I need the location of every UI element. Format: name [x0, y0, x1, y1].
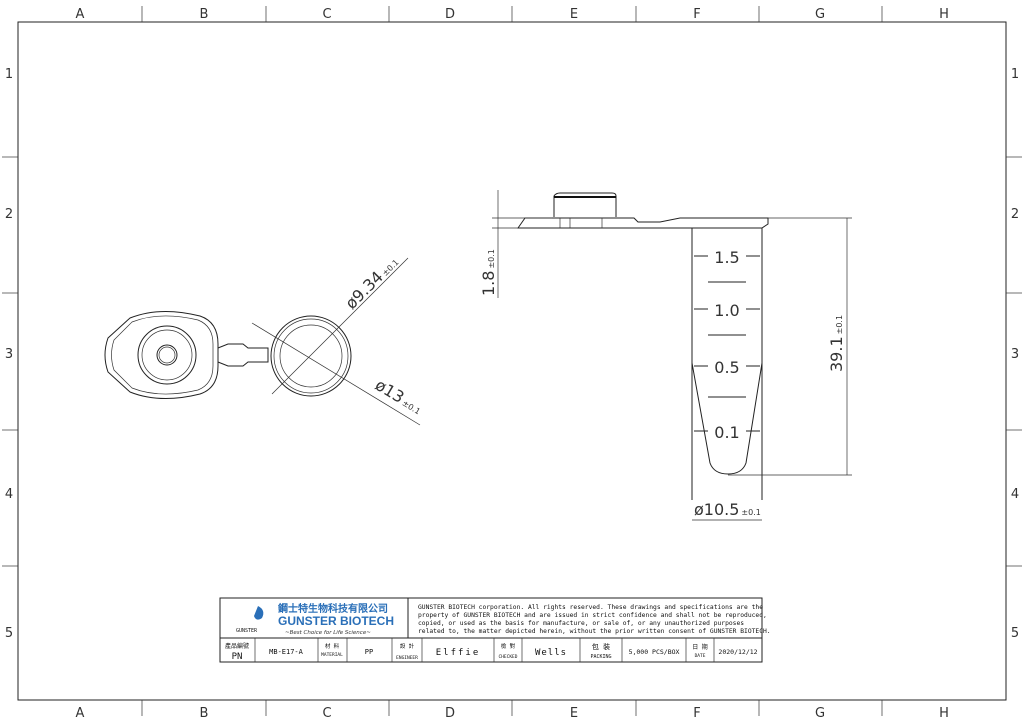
- packing-label: PACKING: [590, 654, 611, 660]
- column-label: B: [200, 706, 209, 721]
- cap-inner: [279, 324, 343, 388]
- pn-label: PN: [232, 652, 243, 662]
- column-label: F: [693, 7, 700, 22]
- column-label: E: [570, 7, 578, 22]
- side-view: 1.5 1.0 0.5 0.1 1.8±0.1 39.1±0.1 ø10.5±0.1: [479, 190, 852, 521]
- notice-line: copied, or used as the basis for manufac…: [418, 620, 744, 627]
- hinge: [217, 343, 269, 367]
- date-value: 2020/12/12: [718, 648, 757, 656]
- checked-label: CHECKED: [499, 654, 518, 660]
- column-label: G: [815, 706, 825, 721]
- company-logo: GUNSTER 鋼士特生物科技有限公司 GUNSTER BIOTECH ~Bes…: [236, 602, 394, 636]
- packing-label-cn: 包 裝: [592, 642, 610, 651]
- column-label: C: [322, 706, 331, 721]
- column-label: G: [815, 7, 825, 22]
- notice-line: GUNSTER BIOTECH corporation. All rights …: [418, 604, 763, 611]
- date-label: DATE: [695, 653, 706, 659]
- row-label: 1: [5, 67, 13, 82]
- notice-line: property of GUNSTER BIOTECH and are issu…: [418, 612, 767, 619]
- graduation-mark-label: 1.5: [714, 248, 739, 267]
- column-label: A: [76, 706, 85, 721]
- engineer-label-cn: 設 計: [400, 642, 415, 650]
- row-label: 2: [5, 207, 13, 222]
- company-name-cn: 鋼士特生物科技有限公司: [277, 602, 388, 615]
- column-label: H: [939, 706, 949, 721]
- graduation-mark-label: 0.5: [714, 358, 739, 377]
- svg-text:ø10.5±0.1: ø10.5±0.1: [694, 500, 761, 519]
- packing-value: 5,000 PCS/BOX: [629, 648, 680, 656]
- checked-value: Wells: [535, 648, 567, 658]
- column-label: E: [570, 706, 578, 721]
- column-label: D: [445, 7, 455, 22]
- svg-text:ø13±0.1: ø13±0.1: [372, 375, 426, 418]
- column-label: H: [939, 7, 949, 22]
- engineer-label: ENGINEER: [396, 655, 418, 661]
- checked-label-cn: 檢 對: [501, 642, 516, 650]
- row-label: 4: [5, 487, 13, 502]
- column-label: C: [322, 7, 331, 22]
- column-label: D: [445, 706, 455, 721]
- row-labels: 1 1 2 2 3 3 4 4 5 5: [5, 67, 1019, 641]
- copyright-notice: GUNSTER BIOTECH corporation. All rights …: [418, 604, 771, 635]
- top-view: ø9.34±0.1 ø13±0.1: [104, 252, 426, 426]
- material-value: PP: [365, 648, 373, 656]
- tube-rim-outline: [104, 310, 219, 400]
- tube-opening: [137, 325, 197, 385]
- svg-text:ø9.34±0.1: ø9.34±0.1: [341, 252, 402, 313]
- pn-label-cn: 產品編號: [225, 642, 249, 650]
- cap-outer: [270, 315, 352, 397]
- pn-value: MB-E17-A: [269, 648, 304, 656]
- graduation-mark-label: 1.0: [714, 301, 739, 320]
- row-label: 1: [1011, 67, 1019, 82]
- column-labels: A A B B C C D D E E F F G G H H: [76, 7, 949, 721]
- svg-text:39.1±0.1: 39.1±0.1: [827, 315, 846, 372]
- engineer-value: Elffie: [436, 648, 481, 658]
- tube-conical-tip: [691, 362, 763, 475]
- column-label: A: [76, 7, 85, 22]
- dim-diameter: ø10.5: [694, 500, 739, 519]
- material-label: MATERIAL: [321, 652, 343, 658]
- dim-height: 39.1: [827, 336, 846, 372]
- lid-hinge-profile: [517, 217, 769, 229]
- grid-dividers: [2, 6, 1022, 716]
- cap-plug: [553, 192, 617, 217]
- column-label: F: [693, 706, 700, 721]
- svg-text:1.8±0.1: 1.8±0.1: [479, 249, 498, 296]
- svg-text:GUNSTER: GUNSTER: [236, 628, 258, 634]
- dim-cap-inner: ø9.34: [341, 267, 387, 313]
- title-block: GUNSTER 鋼士特生物科技有限公司 GUNSTER BIOTECH ~Bes…: [219, 597, 771, 663]
- row-label: 3: [5, 347, 13, 362]
- row-label: 5: [5, 626, 13, 641]
- row-label: 5: [1011, 626, 1019, 641]
- column-label: B: [200, 7, 209, 22]
- slogan: ~Best Choice for Life Science~: [285, 630, 371, 636]
- row-label: 4: [1011, 487, 1019, 502]
- dim-lid-thickness: 1.8: [479, 271, 498, 296]
- row-label: 2: [1011, 207, 1019, 222]
- row-label: 3: [1011, 347, 1019, 362]
- date-label-cn: 日 期: [692, 643, 708, 651]
- notice-line: related to, the matter depicted herein, …: [418, 628, 771, 635]
- material-label-cn: 材 料: [325, 642, 340, 650]
- graduation-mark-label: 0.1: [714, 423, 739, 442]
- company-name-en: GUNSTER BIOTECH: [278, 614, 394, 628]
